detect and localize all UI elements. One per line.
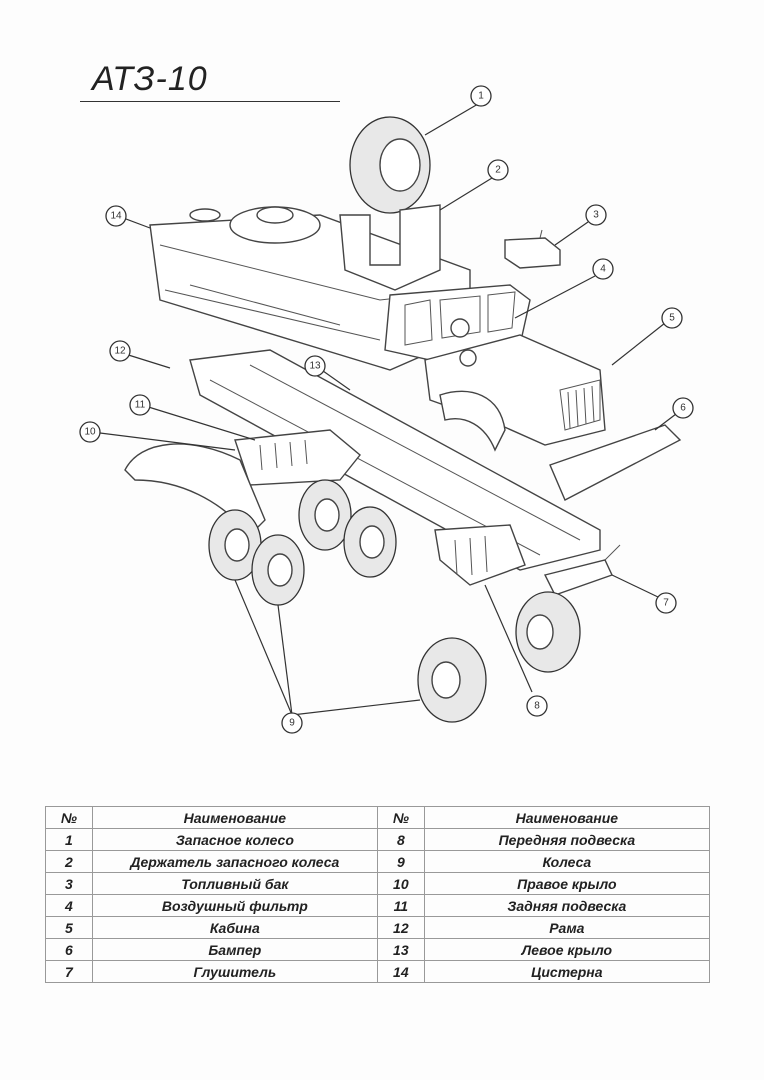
callout-12: 12 [109,340,131,362]
cell-number: 3 [45,872,93,895]
svg-text:12: 12 [114,346,126,357]
svg-text:5: 5 [669,313,675,324]
svg-text:1: 1 [478,91,484,102]
hood-part [424,334,606,446]
leader-lines [91,103,677,716]
callout-7: 7 [655,592,677,614]
cell-number: 1 [45,828,93,851]
parts-table: № Наименование № Наименование 1 Запасное… [45,806,711,983]
cell-number: 9 [376,850,425,873]
callout-14: 14 [105,205,127,227]
table-row: 5 Кабина 12 Рама [45,916,711,939]
callout-5: 5 [661,307,683,329]
cell-number: 10 [376,872,425,895]
callout-3: 3 [585,204,607,226]
callout-2: 2 [487,159,509,181]
svg-text:8: 8 [534,701,540,712]
svg-text:7: 7 [663,598,669,609]
svg-text:6: 6 [680,403,686,414]
svg-text:13: 13 [309,361,321,372]
table-row: 4 Воздушный фильтр 11 Задняя подвеска [45,894,711,917]
svg-text:14: 14 [110,211,122,222]
table-row: 6 Бампер 13 Левое крыло [45,938,711,961]
table-header-row: № Наименование № Наименование [45,806,711,829]
cell-number: 11 [376,894,425,917]
cell-number: 4 [45,894,93,917]
cell-number: 8 [376,828,425,851]
exploded-view-drawing: 1 2 3 4 5 6 7 8 9 10 11 12 13 14 [79,85,694,734]
cell-name: Задняя подвеска [423,894,711,917]
cell-name: Рама [423,916,711,939]
cell-name: Запасное колесо [91,828,378,851]
cell-number: 5 [45,916,93,939]
cell-number: 12 [376,916,425,939]
spare-wheel-part [349,116,431,214]
page-title: АТЗ-10 [92,60,208,98]
header-name: Наименование [91,806,378,829]
cell-number: 7 [45,960,93,983]
cell-name: Цистерна [423,960,711,983]
header-number: № [45,806,93,829]
bumper-part [549,424,682,501]
svg-text:4: 4 [600,264,606,275]
wheels-part [208,479,581,723]
header-number: № [376,806,425,829]
callout-11: 11 [129,394,151,416]
table-row: 3 Топливный бак 10 Правое крыло [45,872,711,895]
cell-number: 14 [376,960,425,983]
cell-name: Топливный бак [91,872,378,895]
table-row: 7 Глушитель 14 Цистерна [45,960,711,983]
frame-part [189,349,601,571]
callout-6: 6 [672,397,694,419]
left-fender-part [439,390,506,452]
cell-name: Передняя подвеска [423,828,711,851]
cell-name: Левое крыло [423,938,711,961]
fuel-tank-part [504,229,561,269]
cell-name: Правое крыло [423,872,711,895]
svg-text:2: 2 [495,165,501,176]
callout-13: 13 [304,355,326,377]
cell-name: Колеса [423,850,711,873]
callout-4: 4 [592,258,614,280]
table-row: 2 Держатель запасного колеса 9 Колеса [45,850,711,873]
svg-text:3: 3 [593,210,599,221]
callout-8: 8 [526,695,548,717]
callout-10: 10 [79,421,101,443]
front-suspension-part [434,524,526,586]
spare-wheel-holder-part [339,204,441,291]
cell-number: 13 [376,938,425,961]
cell-name: Бампер [91,938,378,961]
callout-1: 1 [470,85,492,107]
cell-number: 6 [45,938,93,961]
cell-number: 2 [45,850,93,873]
table-row: 1 Запасное колесо 8 Передняя подвеска [45,828,711,851]
svg-text:9: 9 [289,718,295,729]
header-name: Наименование [423,806,711,829]
svg-text:10: 10 [84,427,96,438]
cell-name: Воздушный фильтр [91,894,378,917]
svg-text:11: 11 [135,400,146,411]
callout-9: 9 [281,712,303,734]
title-underline [80,101,340,102]
cell-name: Кабина [91,916,378,939]
cell-name: Держатель запасного колеса [91,850,378,873]
cell-name: Глушитель [91,960,378,983]
